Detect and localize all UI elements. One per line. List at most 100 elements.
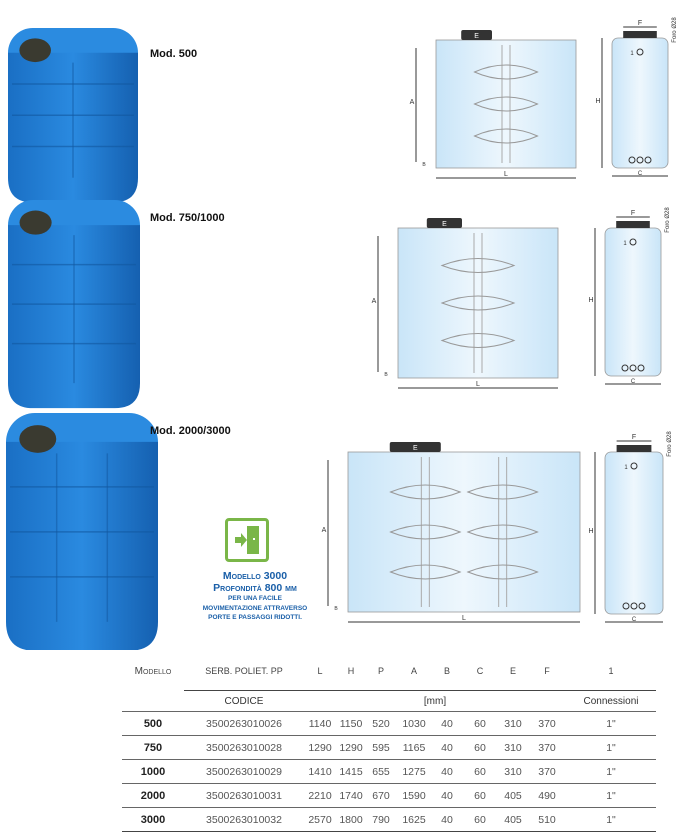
drawing-lid: [389, 442, 441, 452]
dim-label-C: C: [638, 171, 643, 177]
model-label-750-1000: Mod. 750/1000: [150, 212, 225, 224]
side-lid: [616, 221, 650, 228]
value-cell: 1800: [336, 807, 366, 832]
value-cell: 40: [432, 783, 462, 808]
header-serb: SERB. POLIET. PP: [205, 666, 283, 676]
drawing-lid: [426, 218, 462, 228]
bottom-fitting: [629, 364, 637, 372]
connection-cell: 1": [566, 735, 656, 760]
model-label-500: Mod. 500: [150, 48, 198, 60]
connection-cell: 1": [566, 759, 656, 784]
tank-cap: [19, 425, 57, 453]
value-cell: 595: [366, 735, 396, 760]
value-cell: 490: [528, 783, 566, 808]
front-drawing-2000-3000: [327, 442, 581, 623]
value-cell: 310: [498, 711, 528, 736]
model-cell: 1000: [122, 759, 184, 784]
promo-line-1: per una facile: [228, 595, 282, 603]
bottom-fitting: [638, 602, 646, 610]
side-lid: [623, 31, 657, 38]
model-label-2000-3000: Mod. 2000/3000: [150, 425, 231, 437]
dim-label-L: L: [476, 381, 480, 388]
drawing-lid: [461, 30, 492, 40]
value-cell: 1030: [396, 711, 432, 736]
connection-cell: 1": [566, 783, 656, 808]
spec-table: Modello SERB. POLIET. PP L H P A B C E F…: [122, 652, 656, 832]
side-drawing-2000-3000: [594, 440, 664, 623]
tank-image-500: [8, 28, 139, 203]
hole-label: Foro Ø28: [667, 431, 673, 457]
code-cell: 3500263010032: [184, 807, 304, 832]
dim-label-E: E: [413, 445, 418, 452]
code-cell: 3500263010026: [184, 711, 304, 736]
value-cell: 2570: [304, 807, 336, 832]
hole-label: Foro Ø28: [665, 207, 671, 233]
tank-cap: [19, 38, 51, 63]
tank-cap: [19, 210, 52, 235]
front-drawing-500: [415, 30, 577, 179]
bottom-fitting: [637, 364, 645, 372]
promo-line-3: porte e passaggi ridotti.: [208, 613, 302, 621]
promo-text: Modello 3000 Profondità 800 mm per una f…: [196, 570, 314, 622]
connection-cell: 1": [566, 711, 656, 736]
front-drawing-750-1000: [377, 218, 559, 389]
value-cell: 510: [528, 807, 566, 832]
header-unit: [mm]: [304, 690, 566, 712]
side-drawing-750-1000: [594, 216, 662, 385]
value-cell: 310: [498, 735, 528, 760]
value-cell: 1165: [396, 735, 432, 760]
value-cell: 1590: [396, 783, 432, 808]
header-B: B: [443, 666, 450, 676]
drawing-rib: [389, 524, 462, 540]
dim-label-B: B: [384, 372, 388, 378]
connection-fitting: [630, 462, 638, 470]
model-cell: 2000: [122, 783, 184, 808]
drawing-rib: [440, 258, 516, 273]
value-cell: 60: [462, 759, 498, 784]
value-cell: 40: [432, 711, 462, 736]
header-H: H: [347, 666, 355, 676]
drawing-body: [347, 451, 581, 613]
dim-label-H: H: [588, 297, 593, 304]
header-conn: 1: [608, 666, 614, 676]
code-cell: 3500263010029: [184, 759, 304, 784]
value-cell: 60: [462, 711, 498, 736]
drawing-rib: [466, 524, 539, 540]
dim-label-B: B: [422, 162, 426, 168]
drawing-rib: [466, 564, 539, 580]
bottom-fitting: [644, 156, 652, 164]
value-cell: 405: [498, 807, 528, 832]
drawing-rib: [389, 484, 462, 500]
bottom-fitting: [622, 602, 630, 610]
value-cell: 655: [366, 759, 396, 784]
connection-label: 1: [623, 241, 627, 247]
connection-label: 1: [630, 51, 634, 57]
dim-label-H: H: [588, 528, 593, 535]
value-cell: 1740: [336, 783, 366, 808]
dim-label-F: F: [631, 210, 635, 217]
value-cell: 1275: [396, 759, 432, 784]
value-cell: 40: [432, 735, 462, 760]
dim-label-F: F: [638, 20, 642, 27]
value-cell: 310: [498, 759, 528, 784]
model-cell: 500: [122, 711, 184, 736]
drawing-rib: [473, 64, 539, 80]
dim-label-B: B: [334, 606, 338, 612]
promo-title-2: Profondità 800 mm: [213, 581, 297, 594]
value-cell: 60: [462, 783, 498, 808]
tank-image-2000-3000: [5, 413, 159, 650]
dim-label-C: C: [632, 617, 637, 623]
value-cell: 670: [366, 783, 396, 808]
connection-fitting: [629, 238, 637, 246]
dim-label-A: A: [322, 527, 327, 534]
value-cell: 2210: [304, 783, 336, 808]
value-cell: 1290: [336, 735, 366, 760]
value-cell: 1290: [304, 735, 336, 760]
value-cell: 1410: [304, 759, 336, 784]
promo-title-1: Modello 3000: [222, 570, 288, 582]
